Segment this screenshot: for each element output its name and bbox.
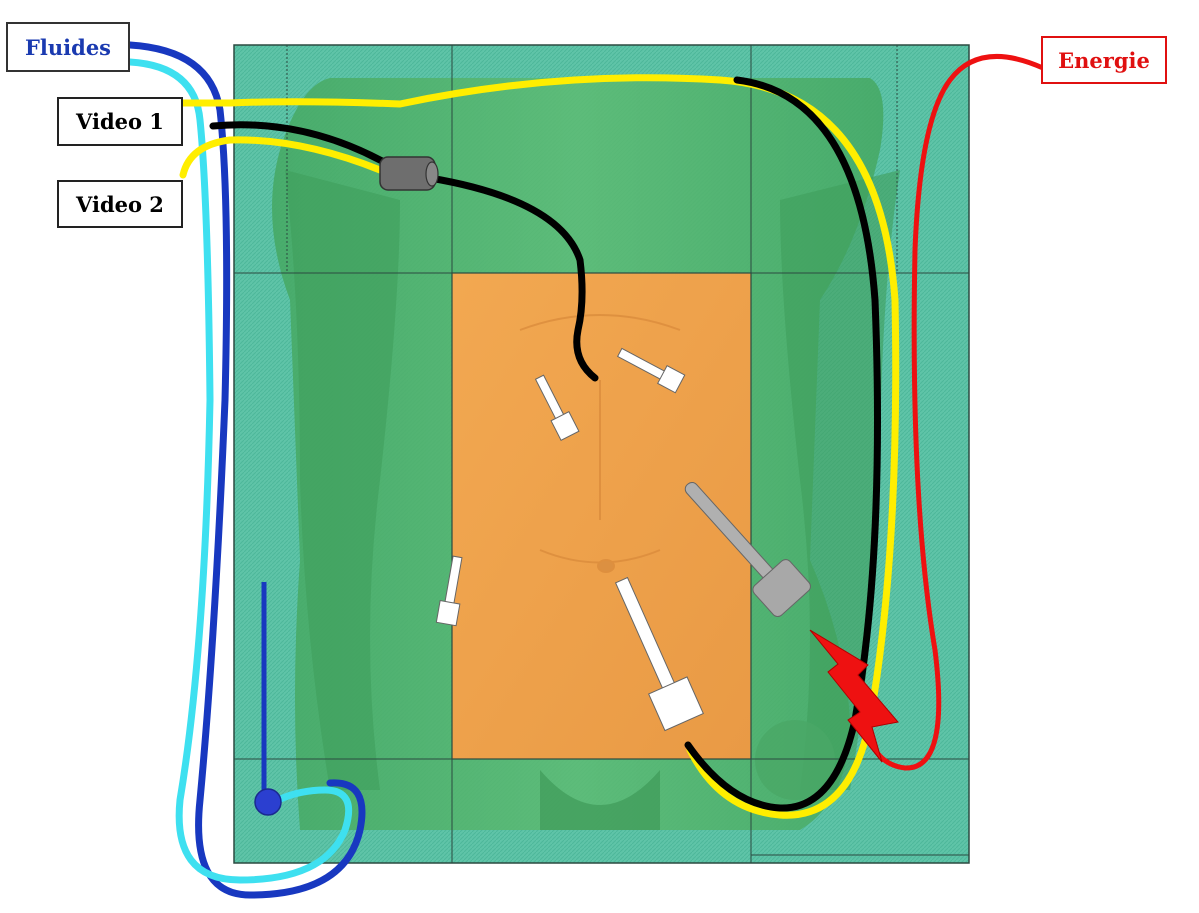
video1-label-text: Video 1	[76, 109, 164, 134]
fluides-label-text: Fluides	[25, 34, 111, 60]
fluides-label: Fluides	[6, 22, 130, 72]
video-cables	[179, 74, 900, 819]
video2-label-text: Video 2	[76, 191, 164, 217]
energy-instrument	[684, 481, 811, 617]
video1-label: Video 1	[57, 97, 183, 146]
lightning-bolt-icon	[809, 629, 899, 763]
video1-cable	[684, 76, 881, 812]
suction-reservoir-icon	[254, 582, 282, 816]
abdomen-contours	[519, 314, 681, 573]
camera-head-icon	[379, 156, 439, 191]
video2-cable	[179, 74, 900, 819]
video1-camera-cable	[209, 121, 599, 382]
video2-label: Video 2	[57, 180, 183, 228]
video2-left-loop	[179, 136, 384, 179]
operating-field	[451, 272, 752, 760]
energie-label-text: Energie	[1058, 47, 1150, 73]
fluides-light-tube	[126, 58, 353, 884]
energie-label: Energie	[1041, 36, 1167, 84]
trocar-icon	[435, 347, 704, 732]
energie-cable	[867, 54, 1046, 771]
